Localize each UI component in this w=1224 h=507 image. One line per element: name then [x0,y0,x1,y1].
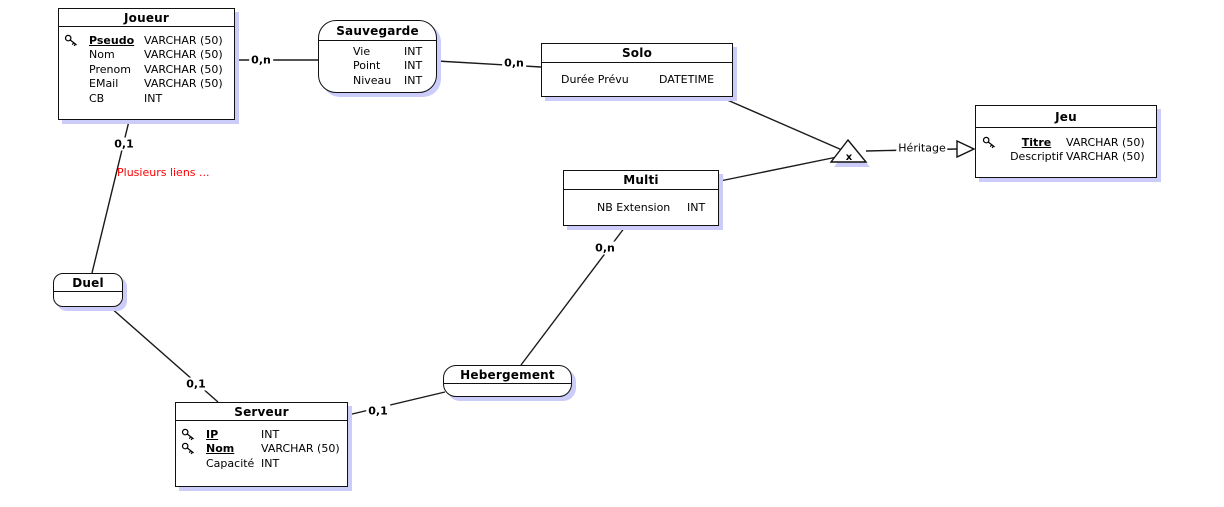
heritage-triangle[interactable]: x [829,138,870,167]
heritage-arrowhead-icon [956,139,976,159]
field-name: CB [89,91,105,105]
entity-joueur[interactable]: Joueur Pseudo VARCHAR (50) Nom VARCHAR (… [58,8,235,120]
cardinality-serveur-hebergement[interactable]: 0,1 [366,404,390,418]
heritage-label: Héritage [896,141,948,155]
field-row: Nom VARCHAR (50) [59,48,234,63]
entity-multi-title: Multi [564,171,718,190]
field-name: Nom [206,442,235,456]
field-row: Capacité INT [176,456,347,471]
field-row: Nom VARCHAR (50) [176,442,347,457]
cardinality-multi-hebergement[interactable]: 0,n [593,241,617,255]
field-row: IP INT [176,427,347,442]
entity-multi-fields: NB Extension INT [564,190,718,215]
field-row: Niveau INT [319,73,436,88]
field-name: NB Extension [597,200,671,214]
entity-solo-fields: Durée Prévu DATETIME [542,63,732,87]
field-type: VARCHAR (50) [144,33,223,47]
field-type: INT [687,200,706,214]
entity-serveur[interactable]: Serveur IP INT Nom VARCHAR (50) Capacité… [175,402,348,487]
association-duel[interactable]: Duel [53,273,123,307]
key-icon [64,34,89,47]
field-type: VARCHAR (50) [144,62,223,76]
field-row: Prenom VARCHAR (50) [59,62,234,77]
entity-joueur-title: Joueur [59,9,234,27]
association-sauvegarde[interactable]: Sauvegarde Vie INT Point INT Niveau INT [318,20,437,93]
association-duel-title: Duel [54,274,122,292]
cardinality-sauvegarde-solo[interactable]: 0,n [502,56,526,70]
field-type: INT [261,427,280,441]
field-row: Vie INT [319,44,436,59]
field-type: VARCHAR (50) [1066,150,1145,164]
entity-multi[interactable]: Multi NB Extension INT [563,170,719,226]
link-solo-heritage[interactable] [724,98,843,151]
cardinality-joueur-duel[interactable]: 0,1 [112,137,136,151]
field-name: Vie [353,44,371,58]
field-name: EMail [89,77,119,91]
field-name: Nom [89,48,115,62]
field-name: IP [206,427,219,441]
association-hebergement-title: Hebergement [444,366,571,384]
field-row: Titre VARCHAR (50) [976,135,1156,150]
entity-jeu-title: Jeu [976,106,1156,128]
key-icon [181,442,206,455]
field-name: Capacité [206,456,255,470]
field-type: VARCHAR (50) [1066,135,1145,149]
field-type: INT [404,59,423,73]
link-serveur-hebergement[interactable] [347,391,446,416]
entity-solo[interactable]: Solo Durée Prévu DATETIME [541,43,733,97]
field-name: Descriptif [1010,150,1063,164]
field-type: INT [144,91,163,105]
field-name: Prenom [89,62,131,76]
heritage-triangle-shape [829,138,868,163]
entity-jeu-fields: Titre VARCHAR (50) Descriptif VARCHAR (5… [976,128,1156,164]
field-name: Titre [1021,135,1052,149]
field-name: Durée Prévu [561,72,629,86]
key-icon [982,136,1007,149]
field-row: Descriptif VARCHAR (50) [976,150,1156,165]
field-type: INT [404,73,423,87]
field-type: INT [404,44,423,58]
cardinality-duel-serveur[interactable]: 0,1 [184,377,208,391]
association-sauvegarde-title: Sauvegarde [319,21,436,41]
field-type: VARCHAR (50) [144,48,223,62]
field-type: VARCHAR (50) [261,442,340,456]
cardinality-joueur-sauvegarde[interactable]: 0,n [249,53,273,67]
link-multi-heritage[interactable] [719,156,838,182]
association-hebergement[interactable]: Hebergement [443,365,572,397]
entity-serveur-title: Serveur [176,403,347,421]
entity-solo-title: Solo [542,44,732,63]
field-type: INT [261,456,280,470]
association-sauvegarde-fields: Vie INT Point INT Niveau INT [319,41,436,88]
entity-jeu[interactable]: Jeu Titre VARCHAR (50) Descriptif VARCHA… [975,105,1157,178]
field-name: Pseudo [89,33,135,47]
field-row: Point INT [319,59,436,74]
entity-joueur-fields: Pseudo VARCHAR (50) Nom VARCHAR (50) Pre… [59,27,234,106]
field-row: Pseudo VARCHAR (50) [59,33,234,48]
field-type: DATETIME [659,72,715,86]
field-name: Point [353,59,381,73]
field-type: VARCHAR (50) [144,77,223,91]
note-plusieurs-liens[interactable]: Plusieurs liens ... [117,166,210,179]
key-icon [181,428,206,441]
entity-serveur-fields: IP INT Nom VARCHAR (50) Capacité INT [176,421,347,471]
field-row: CB INT [59,91,234,106]
field-row: NB Extension INT [564,200,718,215]
field-row: EMail VARCHAR (50) [59,77,234,92]
field-name: Niveau [353,73,392,87]
heritage-symbol: x [846,152,853,163]
field-row: Durée Prévu DATETIME [542,72,732,87]
